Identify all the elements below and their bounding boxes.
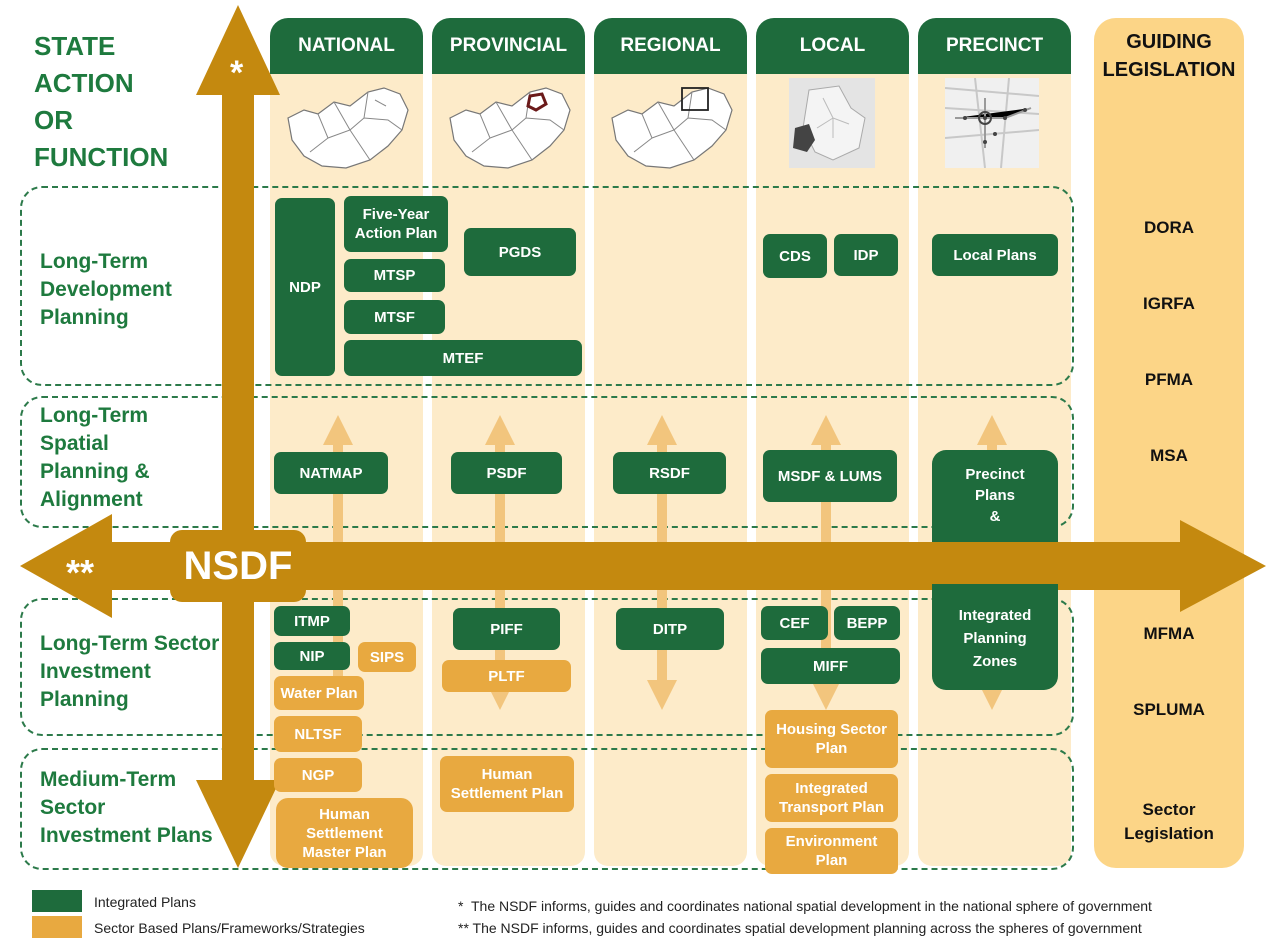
- plan-ditp: DITP: [616, 608, 724, 650]
- plan-miff: MIFF: [761, 648, 900, 684]
- column-header-regional: REGIONAL: [594, 18, 747, 74]
- plan-local-plans: Local Plans: [932, 234, 1058, 276]
- legislation-spluma: SPLUMA: [1133, 700, 1205, 719]
- guiding-legislation-panel: [1094, 18, 1244, 868]
- legend-swatch-sector: [32, 916, 82, 938]
- row-frame-development: [20, 186, 1074, 386]
- legislation-mfma: MFMA: [1143, 624, 1195, 643]
- legislation-igrfa: IGRFA: [1143, 294, 1195, 313]
- municipal-map-local: [789, 78, 875, 168]
- plan-nip: NIP: [274, 642, 350, 670]
- plan-msdf-lums: MSDF & LUMS: [763, 450, 897, 502]
- legislation-msa: MSA: [1150, 446, 1188, 465]
- plan-water: Water Plan: [274, 676, 364, 710]
- column-header-local: LOCAL: [756, 18, 909, 74]
- plan-piff: PIFF: [453, 608, 560, 650]
- plan-ngp: NGP: [274, 758, 362, 792]
- column-header-national: NATIONAL: [270, 18, 423, 74]
- legend-label-integrated: Integrated Plans: [94, 894, 196, 910]
- row-frame-spatial: [20, 396, 1074, 528]
- plan-mtsf: MTSF: [344, 300, 445, 334]
- legislation-pfma: PFMA: [1144, 370, 1194, 389]
- plan-pltf: PLTF: [442, 660, 571, 692]
- legend-swatch-integrated: [32, 890, 82, 912]
- footnote-double-star: ** The NSDF informs, guides and coordina…: [458, 920, 1142, 936]
- south-africa-map-regional: [611, 87, 733, 169]
- legislation-dora: DORA: [1143, 218, 1195, 237]
- row-frame-sector-investment: [20, 598, 1074, 736]
- vertical-arrow-marker: *: [230, 54, 244, 92]
- south-africa-map-provincial: [449, 87, 571, 169]
- plan-sips: SIPS: [358, 642, 416, 672]
- plan-nltsf: NLTSF: [274, 716, 362, 752]
- plan-cef: CEF: [761, 606, 828, 640]
- column-header-provincial: PROVINCIAL: [432, 18, 585, 74]
- column-header-precinct: PRECINCT: [918, 18, 1071, 74]
- legend-label-sector: Sector Based Plans/Frameworks/Strategies: [94, 920, 365, 936]
- plan-mtef: MTEF: [344, 340, 582, 376]
- nsdf-label: NSDF: [183, 544, 293, 588]
- plan-idp: IDP: [834, 234, 898, 276]
- plan-pgds: PGDS: [464, 228, 576, 276]
- plan-mtsp: MTSP: [344, 259, 445, 292]
- plan-psdf: PSDF: [451, 452, 562, 494]
- footnote-single-star: * The NSDF informs, guides and coordinat…: [458, 898, 1152, 914]
- plan-bepp: BEPP: [834, 606, 900, 640]
- row-frame-medium-term: [20, 748, 1074, 870]
- precinct-map: [945, 78, 1039, 168]
- plan-natmap: NATMAP: [274, 452, 388, 494]
- plan-rsdf: RSDF: [613, 452, 726, 494]
- horizontal-arrow-marker: **: [66, 552, 95, 593]
- plan-cds: CDS: [763, 234, 827, 278]
- plan-itmp: ITMP: [274, 606, 350, 636]
- south-africa-map-national: [287, 87, 409, 169]
- plan-ndp: NDP: [275, 198, 335, 376]
